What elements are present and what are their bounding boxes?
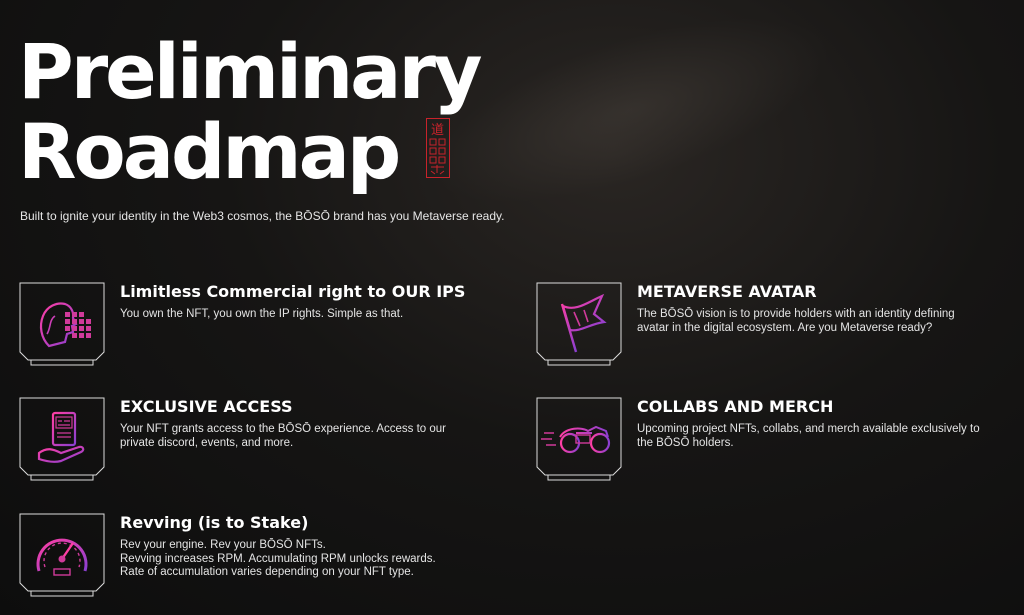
- item-title: EXCLUSIVE ACCESS: [120, 397, 293, 416]
- item-description: Your NFT grants access to the BŌSŌ exper…: [120, 423, 446, 449]
- icon-frame: [536, 282, 622, 366]
- title-line-1: Preliminary: [18, 27, 482, 116]
- motorcycle-icon: [541, 425, 611, 454]
- icon-frame: [19, 282, 105, 366]
- speedometer-icon: [36, 538, 88, 576]
- item-title: METAVERSE AVATAR: [637, 282, 817, 301]
- item-title: COLLABS AND MERCH: [637, 397, 834, 416]
- flag-icon: [560, 293, 607, 353]
- head-grid-icon: [39, 302, 91, 348]
- page-title: Preliminary Roadmap: [18, 27, 482, 196]
- seal-glyph: 道: [431, 123, 444, 138]
- item-title: Limitless Commercial right to OUR IPS: [120, 282, 466, 301]
- access-card-icon: [37, 411, 85, 463]
- item-description: Rev your engine. Rev your BŌSŌ NFTs. Rev…: [120, 539, 436, 578]
- icon-frame: [19, 397, 105, 481]
- subtitle: Built to ignite your identity in the Web…: [20, 209, 505, 223]
- item-title: Revving (is to Stake): [120, 513, 309, 532]
- icon-frame: [19, 513, 105, 597]
- icon-frame: [536, 397, 622, 481]
- item-description: The BŌSŌ vision is to provide holders wi…: [637, 308, 955, 334]
- kanji-seal-icon: 道: [426, 118, 450, 178]
- item-description: Upcoming project NFTs, collabs, and merc…: [637, 423, 980, 449]
- title-line-2: Roadmap: [18, 107, 401, 196]
- item-description: You own the NFT, you own the IP rights. …: [120, 308, 404, 320]
